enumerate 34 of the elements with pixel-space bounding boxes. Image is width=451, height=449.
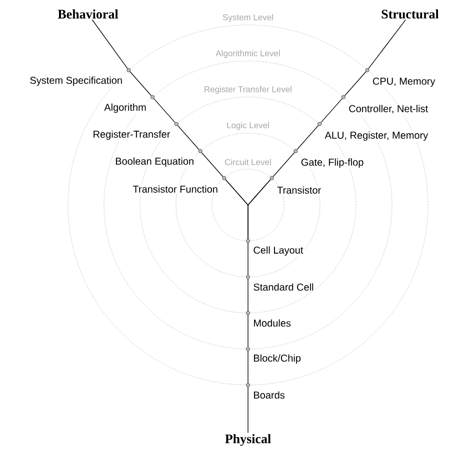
- level-label: Transistor: [276, 185, 322, 195]
- level-label: Algorithm: [103, 102, 148, 114]
- axis-line: [296, 125, 319, 150]
- axis-title: Physical: [225, 434, 271, 446]
- level-label: Transistor Function: [132, 184, 219, 194]
- level-label: Modules: [252, 318, 292, 328]
- level-label: Algorithmic Level: [216, 50, 280, 58]
- axis-line: [320, 98, 342, 123]
- axis-title: Behavioral: [58, 9, 118, 19]
- level-label: Block/Chip: [252, 353, 302, 365]
- level-label: System Specification: [28, 76, 124, 87]
- axis-line: [248, 179, 271, 240]
- level-label: Circuit Level: [225, 158, 271, 166]
- level-label: ALU, Register, Memory: [324, 130, 430, 142]
- level-label: Gate, Flip-flop: [300, 157, 365, 169]
- axis-line: [344, 71, 366, 96]
- axis-line: [154, 98, 176, 123]
- level-label: Controller, Net-list: [348, 104, 430, 114]
- level-label: Boolean Equation: [114, 156, 196, 168]
- level-label: Register Transfer Level: [204, 86, 292, 94]
- level-label: Register-Transfer: [92, 129, 172, 141]
- level-label: CPU, Memory: [371, 76, 436, 88]
- level-label: Logic Level: [227, 122, 269, 130]
- level-label: System Level: [222, 14, 273, 22]
- axis-line: [92, 19, 128, 69]
- axis-line: [272, 152, 295, 177]
- level-label: Cell Layout: [252, 245, 304, 257]
- level-label: Boards: [252, 390, 286, 400]
- axis-line: [201, 152, 224, 177]
- axis-line: [130, 71, 152, 96]
- axis-title: Structural: [382, 9, 439, 19]
- level-label: Standard Cell: [252, 282, 315, 292]
- axis-line: [368, 19, 406, 69]
- axis-line: [177, 125, 200, 150]
